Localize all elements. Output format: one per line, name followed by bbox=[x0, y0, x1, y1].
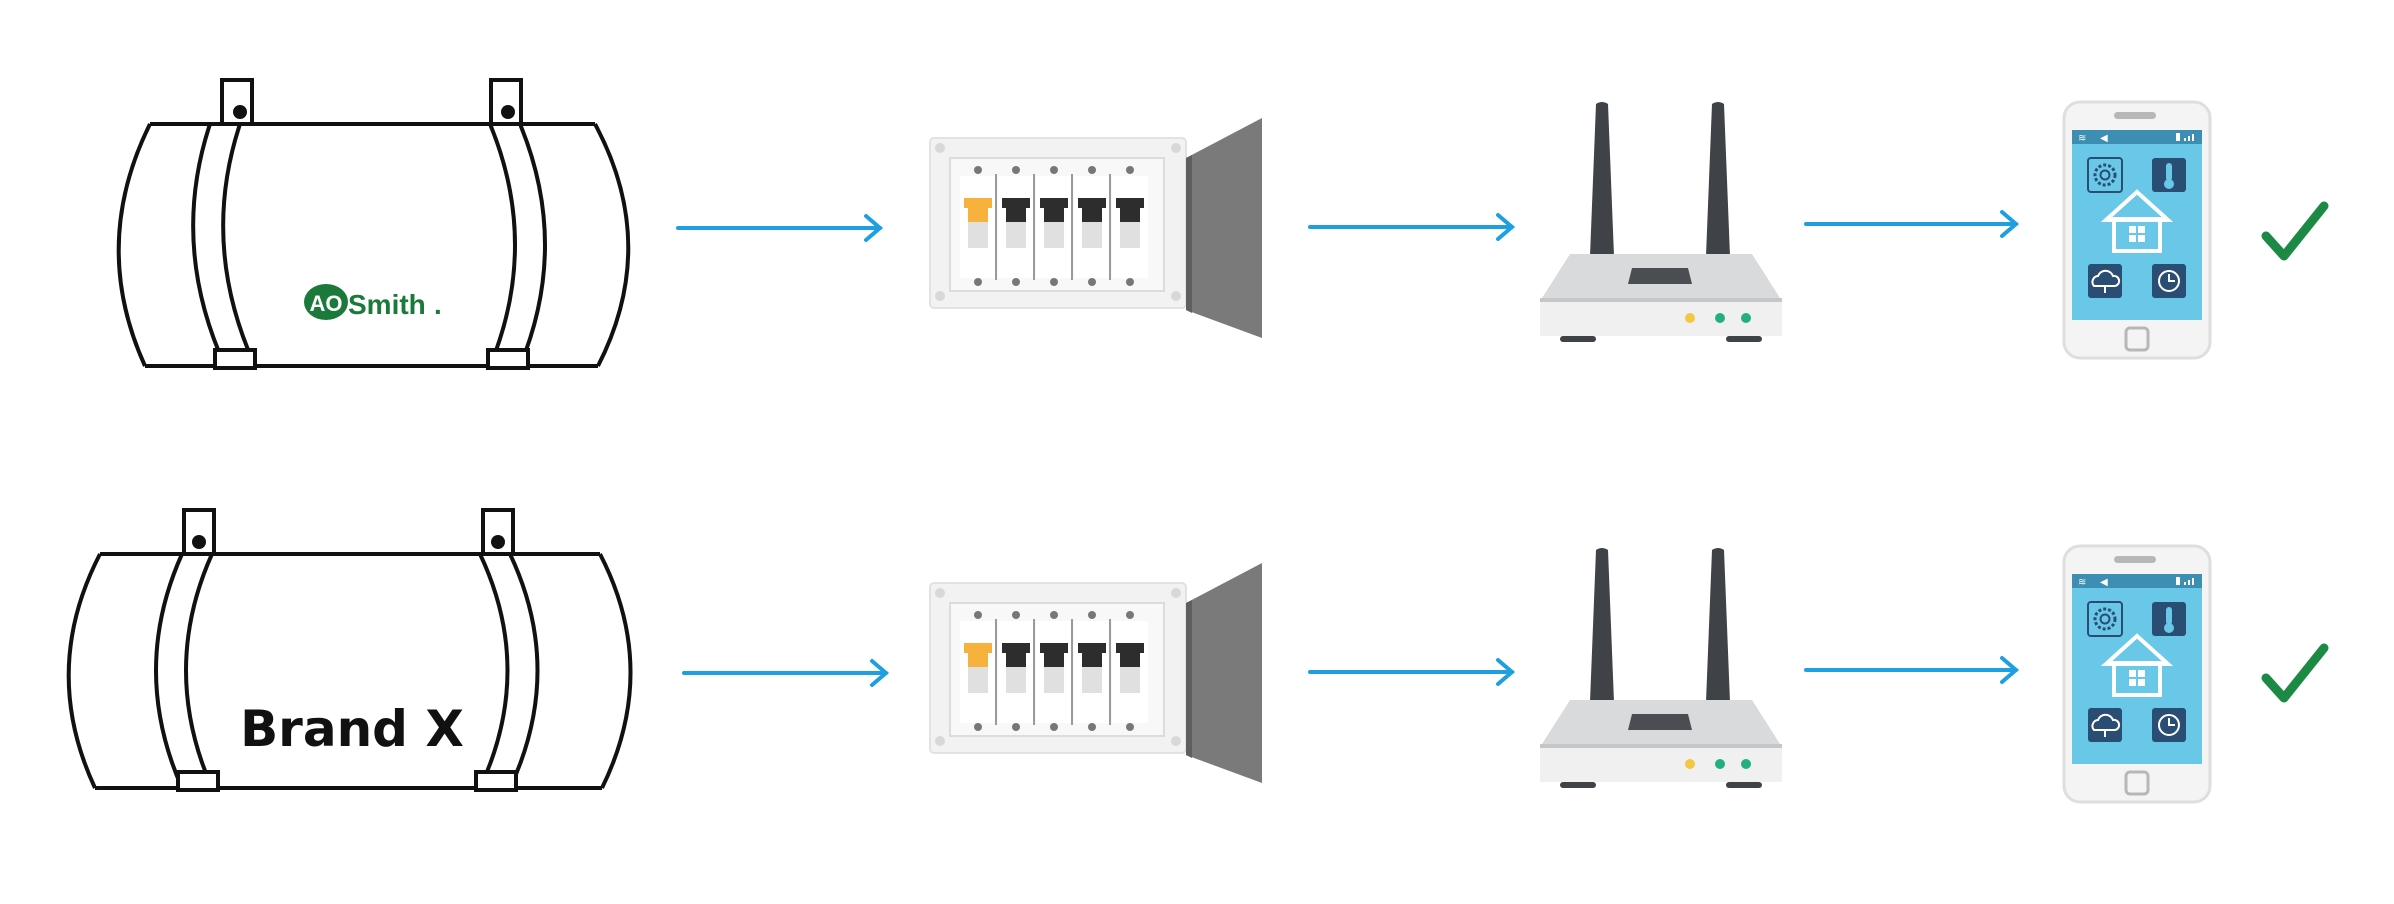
arrow-panel-to-router bbox=[1308, 658, 1516, 686]
arrow-router-to-phone bbox=[1804, 210, 2020, 238]
check-icon bbox=[2266, 206, 2324, 256]
breaker-panel bbox=[929, 562, 1263, 784]
breaker-panel bbox=[929, 117, 1263, 339]
logo-prefix: AO bbox=[310, 291, 343, 316]
smartphone-app bbox=[2062, 544, 2212, 804]
arrow-panel-to-router bbox=[1308, 213, 1516, 241]
arrow-heater-to-panel bbox=[676, 214, 884, 242]
wifi-router bbox=[1540, 548, 1782, 788]
check-icon bbox=[2266, 648, 2324, 698]
water-heater-tank bbox=[66, 508, 633, 792]
smartphone-app bbox=[2062, 100, 2212, 360]
row-ao-smith: AO Smith . bbox=[116, 78, 2324, 370]
brand-label: Brand X bbox=[240, 700, 464, 758]
logo-mark: . bbox=[434, 289, 442, 320]
logo-name: Smith bbox=[348, 289, 426, 320]
arrow-router-to-phone bbox=[1804, 656, 2020, 684]
arrow-heater-to-panel bbox=[682, 659, 890, 687]
row-brand-x: Brand X bbox=[66, 508, 2324, 804]
water-heater-tank bbox=[116, 78, 631, 370]
wifi-router bbox=[1540, 102, 1782, 342]
ao-smith-logo: AO Smith . bbox=[304, 284, 442, 320]
